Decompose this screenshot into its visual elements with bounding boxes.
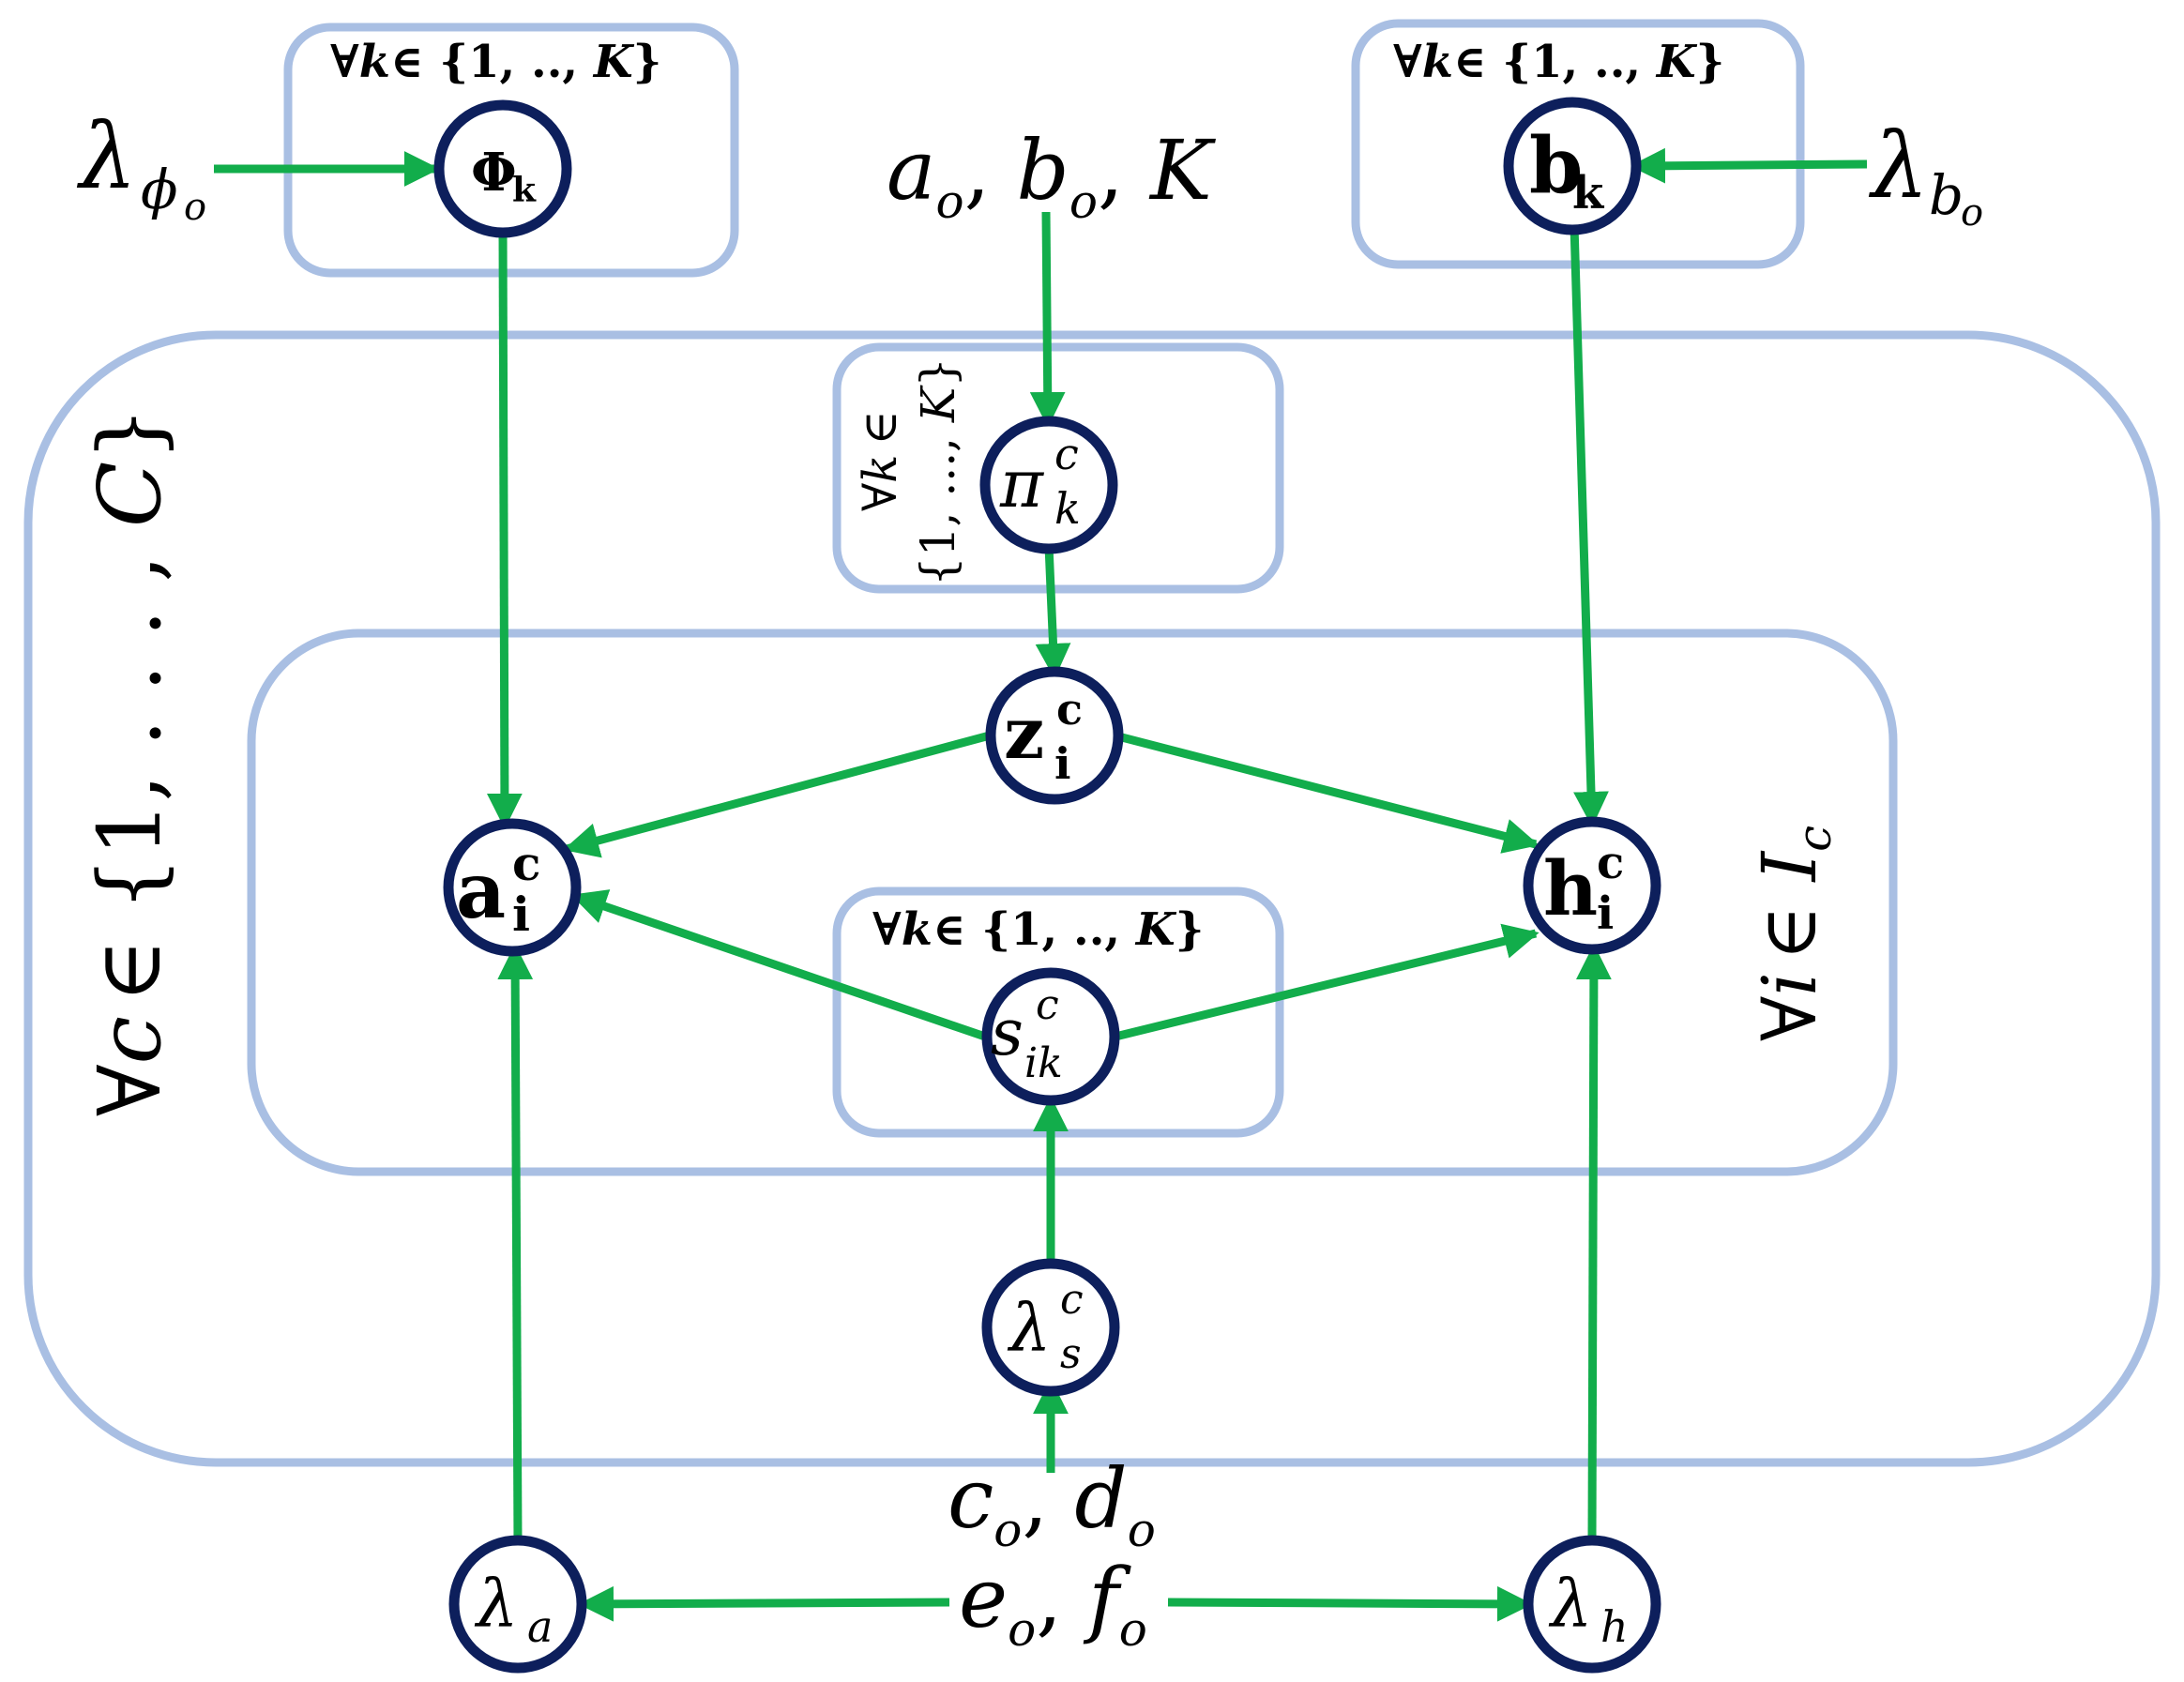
plate-label-s-k: ∀k∈ {1, .., K} [872,903,1204,956]
edge-lambda-b-to-b [1630,147,1868,184]
svg-text:b: b [1929,163,1964,227]
svg-text:λ: λ [76,104,137,209]
plate-label-b-k: ∀k∈ {1, .., K} [1393,36,1724,88]
svg-text:h: h [1543,844,1598,932]
edge-s-to-h [1114,923,1539,1041]
svg-text:k: k [512,171,537,210]
edge-pi-to-z [1035,545,1071,679]
edge-z-to-h [1116,732,1539,854]
svg-text:k: k [1054,483,1081,534]
svg-text:i: i [1054,738,1070,789]
plate-phi-k [283,23,739,278]
svg-text:co, do: co, do [948,1450,1156,1557]
label-e-f: eo, fo [959,1550,1147,1657]
svg-text:λ: λ [474,1566,518,1643]
edge-ef-to-lambda-h [1167,1585,1533,1622]
svg-text:∀i∈ Ic: ∀i∈ Ic [1746,826,1842,1041]
edge-z-to-a [563,731,992,858]
svg-text:i: i [512,886,530,942]
svg-text:π: π [999,446,1045,523]
edge-abk-to-pi [1029,211,1066,428]
node-h: h c i [1523,816,1661,955]
plate-c [23,330,2161,1467]
node-phi: Φ k [433,99,572,238]
plate-label-phi-k: ∀k∈ {1, .., K} [330,36,661,88]
plate-label-pi-k: ∀k∈ {1, ..., K} [853,357,965,586]
edge-ef-to-lambda-a [578,1585,950,1622]
svg-text:eo, fo: eo, fo [959,1550,1147,1657]
label-a-b-K: ao, bo, K [887,122,1216,229]
svg-text:λ: λ [1007,1290,1051,1367]
svg-text:a: a [527,1601,553,1652]
plate-label-c: ∀c∈ {1, . . . , C} [80,406,180,1116]
edge-lambda-a-to-a [497,944,534,1544]
label-lambda-b: λ b o [1868,114,1983,235]
edge-b-to-h [1570,224,1609,827]
node-a: a c i [443,818,582,957]
plate-label-i: ∀i∈ Ic [1746,826,1842,1041]
svg-text:c: c [512,836,540,891]
svg-text:s: s [1060,1330,1082,1378]
edge-s-to-a [570,889,987,1041]
svg-text:c: c [1036,981,1059,1029]
node-z: z c i [985,666,1124,805]
svg-text:o: o [184,186,206,229]
label-lambda-phi: λ ϕ o [76,104,206,229]
svg-text:k: k [1572,167,1605,220]
svg-text:i: i [1597,887,1614,940]
svg-text:s: s [991,996,1024,1070]
svg-text:ϕ: ϕ [141,158,178,221]
svg-text:a: a [456,846,506,936]
svg-text:z: z [1004,691,1044,775]
svg-text:h: h [1600,1601,1629,1652]
svg-text:ik: ik [1024,1039,1063,1087]
svg-text:c: c [1060,1276,1084,1324]
svg-text:Φ: Φ [471,142,517,204]
svg-text:{1, ..., K}: {1, ..., K} [911,357,965,586]
edge-phi-to-a [486,226,523,829]
node-s: s c ik [981,967,1120,1106]
node-b: b k [1503,97,1642,235]
svg-text:∀k∈: ∀k∈ [853,410,907,511]
svg-text:o: o [1961,191,1983,235]
svg-text:λ: λ [1548,1566,1592,1643]
plate-pi-k [832,342,1284,594]
svg-text:c: c [1054,429,1079,479]
svg-text:ao, bo, K: ao, bo, K [887,122,1216,229]
edge-lambda-h-to-h [1575,944,1612,1542]
node-lambda-h: λ h [1523,1535,1661,1674]
svg-text:∀c∈ {1, . . . , C}: ∀c∈ {1, . . . , C} [80,406,180,1116]
node-lambda-a: λ a [448,1535,587,1674]
svg-text:c: c [1056,684,1083,735]
svg-text:λ: λ [1868,114,1929,219]
label-c-d: co, do [948,1450,1156,1557]
node-lambda-s: λ c s [981,1258,1120,1397]
plate-s-k [832,886,1284,1138]
plate-i [247,629,1898,1176]
svg-text:b: b [1529,121,1583,211]
svg-text:c: c [1597,837,1624,889]
node-pi: π c k [979,416,1118,554]
